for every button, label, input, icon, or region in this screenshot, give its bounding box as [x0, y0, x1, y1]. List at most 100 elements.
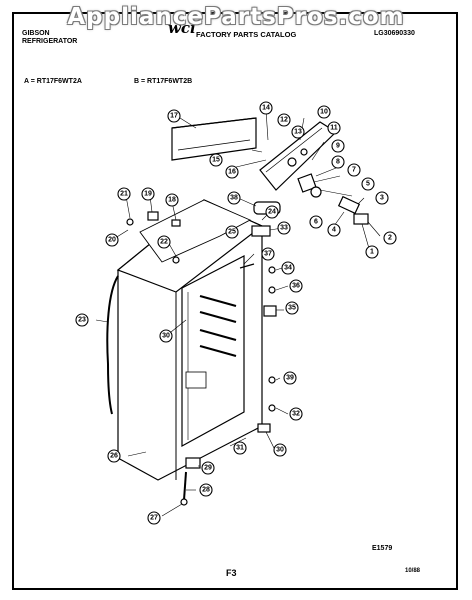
- svg-text:37: 37: [264, 251, 272, 258]
- callout-28: 28: [199, 483, 213, 497]
- svg-text:10: 10: [320, 109, 328, 116]
- callout-1: 1: [365, 245, 379, 259]
- svg-text:16: 16: [228, 169, 236, 176]
- cabinet-liner: [181, 255, 245, 448]
- callout-26: 26: [107, 449, 121, 463]
- callout-8: 8: [331, 155, 345, 169]
- svg-text:32: 32: [292, 411, 300, 418]
- svg-text:38: 38: [230, 195, 238, 202]
- callout-18: 18: [165, 193, 179, 207]
- svg-text:5: 5: [366, 181, 370, 188]
- svg-text:36: 36: [292, 283, 300, 290]
- catalog-title: FACTORY PARTS CATALOG: [196, 30, 297, 39]
- svg-text:24: 24: [268, 209, 276, 216]
- svg-text:30: 30: [162, 333, 170, 340]
- callout-2: 2: [383, 231, 397, 245]
- callout-34: 34: [281, 261, 295, 275]
- callout-19: 19: [141, 187, 155, 201]
- svg-text:28: 28: [202, 487, 210, 494]
- catalog-sheet-border: [12, 12, 458, 590]
- callout-30-lower: 30: [159, 329, 173, 343]
- model-b-label: B = RT17F6WT2B: [134, 78, 193, 85]
- date-code: 10/88: [405, 568, 421, 574]
- callout-12: 12: [277, 113, 291, 127]
- callout-9: 9: [331, 139, 345, 153]
- callout-37: 37: [261, 247, 275, 261]
- callout-14: 14: [259, 101, 273, 115]
- callout-31: 31: [233, 441, 247, 455]
- svg-text:14: 14: [262, 105, 270, 112]
- callout-5: 5: [361, 177, 375, 191]
- callout-17: 17: [167, 109, 181, 123]
- svg-text:19: 19: [144, 191, 152, 198]
- svg-text:30: 30: [276, 447, 284, 454]
- svg-text:22: 22: [160, 239, 168, 246]
- top-cover-panel: [171, 117, 257, 161]
- svg-text:20: 20: [108, 237, 116, 244]
- callout-22: 22: [157, 235, 171, 249]
- figure-code: E1579: [372, 545, 393, 552]
- svg-text:7: 7: [352, 167, 356, 174]
- svg-text:29: 29: [204, 465, 212, 472]
- svg-text:12: 12: [280, 117, 288, 124]
- callout-10: 10: [317, 105, 331, 119]
- shelf-supports: [199, 294, 237, 358]
- svg-text:4: 4: [332, 227, 336, 234]
- callout-30: 30: [273, 443, 287, 457]
- callout-35: 35: [285, 301, 299, 315]
- svg-text:2: 2: [388, 235, 392, 242]
- callout-24: 24: [265, 205, 279, 219]
- bottom-hinge: [185, 457, 201, 469]
- svg-text:26: 26: [110, 453, 118, 460]
- callout-32: 32: [289, 407, 303, 421]
- callout-15: 15: [209, 153, 223, 167]
- watermark-text: AppliancePartsPros.com: [67, 4, 405, 30]
- light-switch: [337, 195, 361, 215]
- callout-3: 3: [375, 191, 389, 205]
- page-label: F3: [226, 568, 237, 578]
- brand-name: GIBSON: [22, 30, 50, 37]
- svg-text:13: 13: [294, 129, 302, 136]
- callout-38: 38: [227, 191, 241, 205]
- svg-text:31: 31: [236, 445, 244, 452]
- callout-20: 20: [105, 233, 119, 247]
- callout-36: 36: [289, 279, 303, 293]
- callout-23: 23: [75, 313, 89, 327]
- product-type: REFRIGERATOR: [22, 38, 78, 45]
- callout-4: 4: [327, 223, 341, 237]
- callout-16: 16: [225, 165, 239, 179]
- wci-logo: wci: [168, 19, 196, 37]
- callout-27: 27: [147, 511, 161, 525]
- model-a-label: A = RT17F6WT2A: [24, 78, 82, 85]
- svg-text:27: 27: [150, 515, 158, 522]
- svg-text:21: 21: [120, 191, 128, 198]
- callout-29: 29: [201, 461, 215, 475]
- svg-text:39: 39: [286, 375, 294, 382]
- svg-text:23: 23: [78, 317, 86, 324]
- svg-text:6: 6: [314, 219, 318, 226]
- callout-25: 25: [225, 225, 239, 239]
- svg-text:33: 33: [280, 225, 288, 232]
- svg-text:15: 15: [212, 157, 220, 164]
- document-number: LG30690330: [374, 30, 415, 37]
- light-socket: [353, 213, 369, 225]
- thermostat-knob: [297, 173, 317, 193]
- callout-21: 21: [117, 187, 131, 201]
- svg-text:3: 3: [380, 195, 384, 202]
- svg-text:25: 25: [228, 229, 236, 236]
- callout-11: 11: [327, 121, 341, 135]
- svg-text:8: 8: [336, 159, 340, 166]
- callout-6: 6: [309, 215, 323, 229]
- svg-text:17: 17: [170, 113, 178, 120]
- callout-33: 33: [277, 221, 291, 235]
- svg-text:1: 1: [370, 249, 374, 256]
- svg-text:11: 11: [330, 125, 338, 132]
- svg-text:34: 34: [284, 265, 292, 272]
- callout-13: 13: [291, 125, 305, 139]
- svg-text:18: 18: [168, 197, 176, 204]
- callout-39: 39: [283, 371, 297, 385]
- callout-7: 7: [347, 163, 361, 177]
- svg-text:35: 35: [288, 305, 296, 312]
- svg-text:9: 9: [336, 143, 340, 150]
